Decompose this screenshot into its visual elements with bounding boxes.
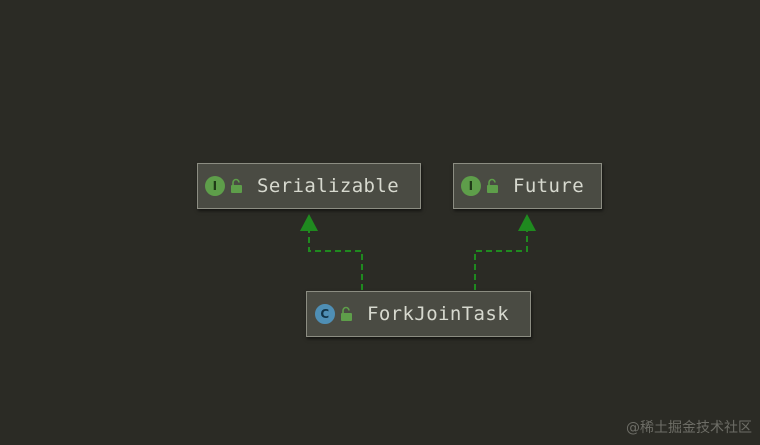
node-serializable[interactable]: I Serializable	[197, 163, 421, 209]
unlocked-padlock-icon	[231, 178, 242, 193]
class-icon: C	[315, 304, 335, 324]
unlocked-padlock-icon	[487, 178, 498, 193]
node-forkjointask[interactable]: C ForkJoinTask	[306, 291, 531, 337]
node-label: ForkJoinTask	[367, 303, 510, 325]
interface-icon: I	[205, 176, 225, 196]
node-label: Future	[513, 175, 585, 197]
watermark: @稀土掘金技术社区	[626, 420, 752, 436]
edge-forkjointask-serializable	[300, 214, 363, 290]
node-future[interactable]: I Future	[453, 163, 602, 209]
interface-icon: I	[461, 176, 481, 196]
unlocked-padlock-icon	[341, 306, 352, 321]
edge-forkjointask-future	[474, 214, 536, 290]
implements-arrowhead	[518, 214, 536, 231]
implements-arrowhead	[300, 214, 318, 231]
node-label: Serializable	[257, 175, 400, 197]
